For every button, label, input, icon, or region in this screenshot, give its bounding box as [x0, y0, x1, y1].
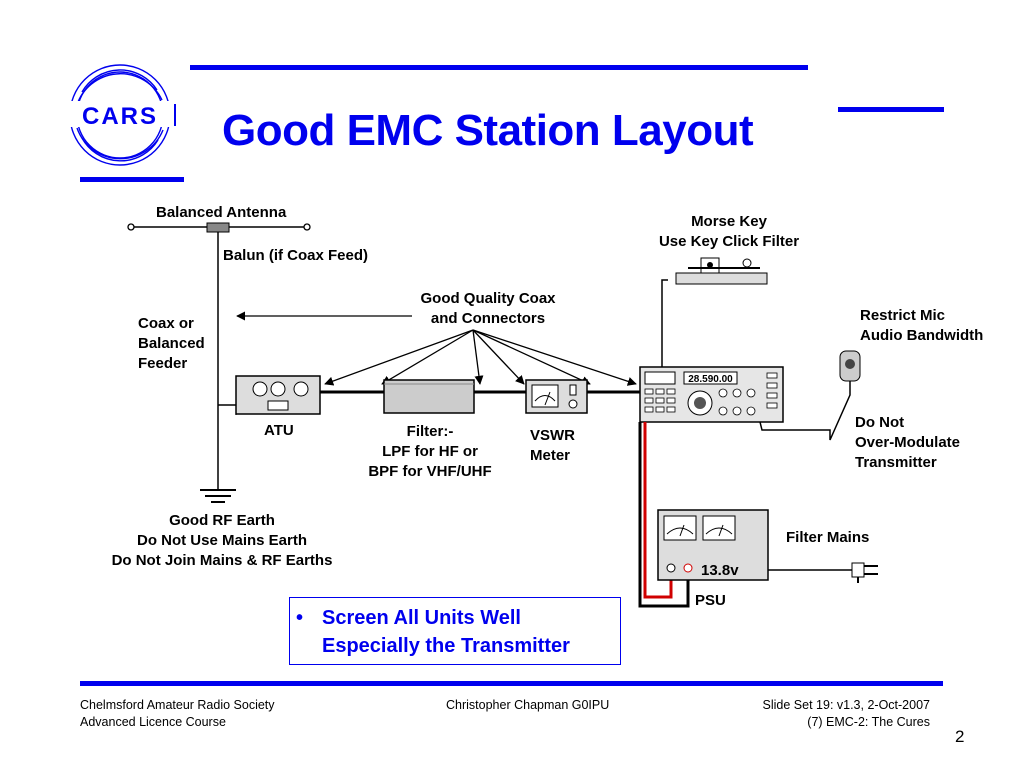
psu-voltage-label: 13.8v — [701, 562, 739, 579]
overmod-label-line1: Do Not — [855, 414, 905, 431]
footer-org: Chelmsford Amateur Radio Society Advance… — [80, 697, 275, 731]
morse-key-label: Morse Key Use Key Click Filter — [634, 212, 824, 252]
page-number: 2 — [955, 727, 965, 746]
footer-slide-info: Slide Set 19: v1.3, 2-Oct-2007 (7) EMC-2… — [700, 697, 930, 731]
vswr-label-line2: Meter — [530, 447, 571, 464]
coax-label: Good Quality Coax and Connectors — [398, 289, 578, 329]
screening-note: • Screen All Units Well Especially the T… — [296, 604, 570, 660]
radio-display: 28.590.00 — [688, 374, 733, 385]
filter-label-line1: Filter:- — [406, 423, 454, 440]
balanced-antenna — [127, 222, 311, 233]
mic-label: Restrict Mic Audio Bandwidth — [860, 306, 983, 346]
power-leads — [638, 422, 690, 608]
psu-label: PSU — [695, 592, 726, 609]
mic-label-line1: Restrict Mic — [860, 307, 946, 324]
filter-mains-label: Filter Mains — [786, 529, 870, 546]
cars-logo: CARS — [62, 62, 180, 168]
filter-label-line3: BPF for VHF/UHF — [368, 463, 492, 480]
atu-unit — [235, 375, 321, 415]
cars-logo-graphic: CARS — [64, 64, 178, 166]
note-line1: Screen All Units Well — [322, 607, 521, 629]
psu-unit — [657, 509, 769, 581]
morse-label-line2: Use Key Click Filter — [658, 233, 800, 250]
earth-label: Good RF Earth Do Not Use Mains Earth Do … — [82, 511, 362, 571]
filter-label-line2: LPF for HF or — [382, 443, 478, 460]
earth-label-line2: Do Not Use Mains Earth — [136, 532, 308, 549]
top-blue-rule — [190, 65, 808, 70]
right-blue-rule — [838, 107, 944, 112]
footer-slide-line2: (7) EMC-2: The Cures — [807, 715, 930, 729]
logo-text: CARS — [82, 103, 158, 130]
overmod-label-line2: Over-Modulate — [855, 434, 961, 451]
bottom-blue-rule — [80, 681, 943, 686]
vswr-label-line1: VSWR — [530, 427, 575, 444]
footer-org-line2: Advanced Licence Course — [80, 715, 226, 729]
morse-label-line1: Morse Key — [691, 213, 767, 230]
left-blue-rule — [80, 177, 184, 182]
balanced-antenna-label: Balanced Antenna — [156, 204, 287, 221]
coax-arrows — [324, 329, 637, 386]
balun-label: Balun (if Coax Feed) — [223, 247, 369, 264]
overmod-label-line3: Transmitter — [855, 454, 937, 471]
page-title: Good EMC Station Layout — [222, 106, 754, 155]
footer-slide-line1: Slide Set 19: v1.3, 2-Oct-2007 — [762, 698, 930, 712]
vswr-label: VSWR Meter — [530, 426, 575, 466]
feeder-label-line2: Balanced — [138, 335, 205, 352]
screening-note-box: • Screen All Units Well Especially the T… — [289, 597, 621, 665]
filter-label: Filter:- LPF for HF or BPF for VHF/UHF — [350, 422, 510, 482]
footer-author: Christopher Chapman G0IPU — [446, 698, 610, 712]
bullet-icon: • — [296, 607, 304, 629]
earth-label-line1: Good RF Earth — [169, 512, 275, 529]
earth-label-line3: Do Not Join Mains & RF Earths — [111, 552, 333, 569]
filter-unit — [383, 379, 475, 414]
mains-plug — [768, 562, 878, 583]
microphone — [759, 350, 861, 441]
feeder-and-earth-wire — [200, 232, 237, 503]
atu-label: ATU — [264, 422, 294, 439]
feeder-label-line1: Coax or — [138, 315, 194, 332]
coax-label-line2: and Connectors — [430, 310, 546, 327]
coax-label-line1: Good Quality Coax — [420, 290, 556, 307]
vswr-meter-unit — [525, 379, 588, 414]
feeder-label: Coax or Balanced Feeder — [138, 314, 205, 374]
transceiver-unit: 28.590.00 — [639, 366, 784, 423]
overmodulate-label: Do Not Over-Modulate Transmitter — [855, 413, 960, 473]
morse-key — [661, 257, 768, 367]
mic-label-line2: Audio Bandwidth — [860, 327, 984, 344]
feeder-label-line3: Feeder — [138, 355, 188, 372]
footer-org-line1: Chelmsford Amateur Radio Society — [80, 698, 275, 712]
note-line2: Especially the Transmitter — [322, 635, 570, 657]
